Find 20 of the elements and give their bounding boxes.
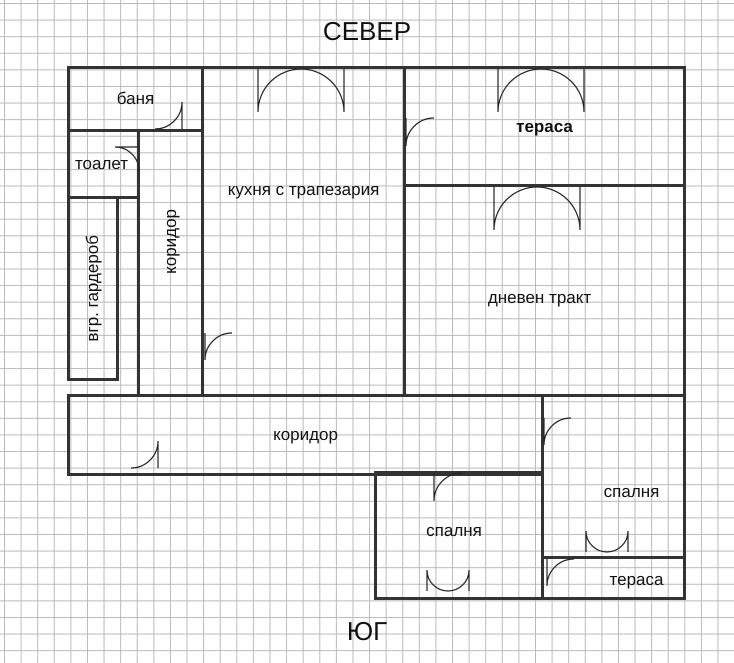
room-label: баня (116, 89, 154, 109)
room-label: спалня (604, 482, 660, 502)
room-label: тераса (610, 570, 664, 590)
room-outline (403, 66, 686, 187)
room-label: вгр. гардероб (83, 235, 103, 342)
room-outline (541, 556, 686, 600)
room-label: коридор (273, 425, 338, 445)
room-label: кухня с трапезария (228, 180, 380, 200)
room-outline (67, 394, 544, 476)
room-outline (67, 129, 140, 199)
south-label: ЮГ (346, 616, 388, 646)
room-outline (67, 66, 204, 132)
north-heading: СЕВЕР (322, 16, 412, 46)
room-label: дневен тракт (488, 288, 592, 308)
room-label: тоалет (74, 154, 128, 174)
room-label: коридор (160, 208, 180, 274)
room-outline (67, 196, 119, 381)
room-label: спалня (426, 520, 482, 540)
room-outline (374, 471, 544, 600)
room-label: тераса (516, 116, 573, 136)
